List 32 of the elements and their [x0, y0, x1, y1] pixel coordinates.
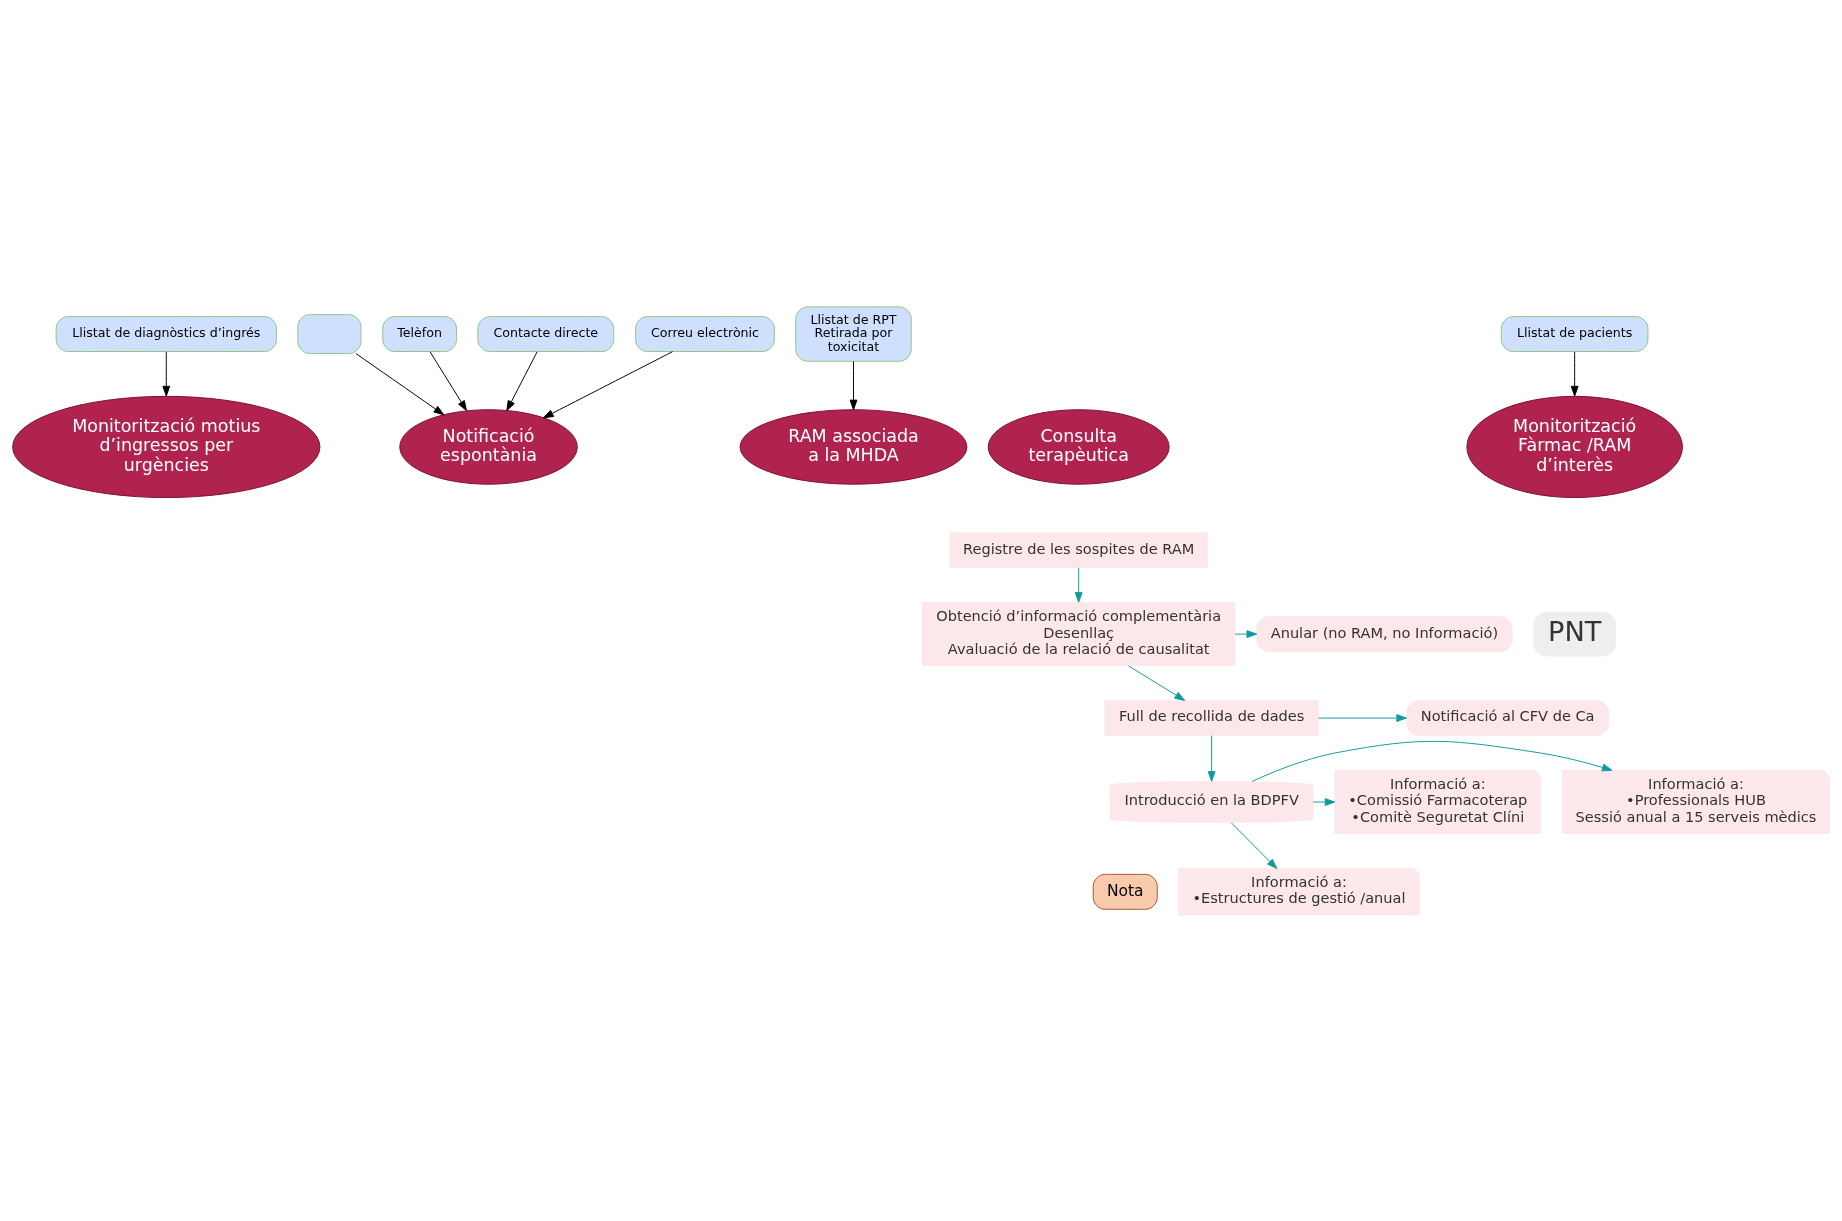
- node-box: Llistat de diagnòstics d’ingrés: [55, 315, 277, 352]
- node-box: Notificació al CFV de Ca: [1406, 699, 1610, 736]
- node-box: Correu electrònic: [635, 315, 775, 352]
- arrow: [1251, 740, 1613, 782]
- node-ellipse: Consulta terapèutica: [987, 408, 1170, 485]
- arrow: [1312, 797, 1336, 806]
- arrow: [543, 350, 674, 418]
- node-box: Telèfon: [382, 315, 457, 352]
- node-box: Obtenció d’informació complementària Desenllaç Avaluació de la relació de causalitat: [921, 601, 1236, 666]
- arrow: [849, 360, 858, 410]
- node-box: Registre de les sospites de RAM: [949, 531, 1208, 568]
- arrow: [1128, 664, 1186, 701]
- arrow: [1074, 566, 1083, 603]
- arrow: [1231, 821, 1278, 869]
- node-ellipse: Monitorització motius d’ingressos per urgències: [12, 395, 321, 498]
- node-box: Nota: [1092, 873, 1158, 910]
- arrow: [1207, 734, 1216, 782]
- node-ellipse: Monitorització Fàrmac /RAM d’interès: [1466, 395, 1683, 498]
- node-box: Llistat de RPT Retirada por toxicitat: [795, 305, 912, 362]
- node-box: Llistat de pacients: [1500, 315, 1649, 352]
- node-box: [297, 313, 362, 354]
- node-ellipse: RAM associada a la MHDA: [739, 408, 968, 485]
- node-box: Contacte directe: [477, 315, 615, 352]
- node-box: Anular (no RAM, no Informació): [1256, 615, 1513, 652]
- arrow: [162, 350, 171, 396]
- arrow: [506, 350, 538, 411]
- node-box: Full de recollida de dades: [1104, 699, 1319, 736]
- arrow: [429, 350, 468, 411]
- arrow: [1318, 713, 1407, 722]
- arrow: [355, 352, 445, 415]
- arrow: [1234, 629, 1258, 638]
- arrow: [1570, 350, 1579, 396]
